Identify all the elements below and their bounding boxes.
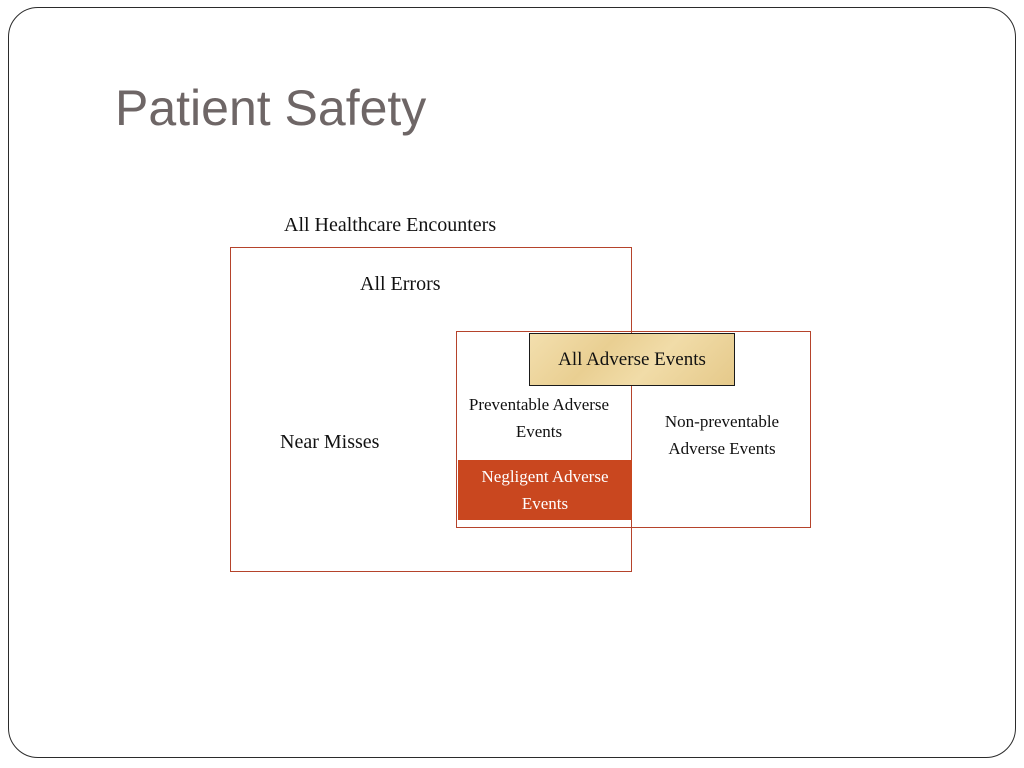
all-healthcare-encounters-label: All Healthcare Encounters (284, 214, 497, 236)
adverse-events-box (456, 331, 811, 528)
all-errors-label: All Errors (360, 273, 441, 295)
all-adverse-events-label: All Adverse Events (558, 348, 706, 370)
all-errors-box (230, 247, 632, 572)
slide-title: Patient Safety (115, 80, 427, 136)
near-misses-label: Near Misses (280, 431, 380, 453)
slide-frame (8, 7, 1016, 758)
all-adverse-events-box: All Adverse Events (529, 333, 735, 386)
preventable-adverse-events-label: Preventable Adverse Events (468, 395, 610, 442)
negligent-adverse-events-box: Negligent Adverse Events (458, 460, 632, 520)
non-preventable-adverse-events-label: Non-preventable Adverse Events (664, 412, 780, 459)
negligent-adverse-events-label: Negligent Adverse Events (481, 466, 609, 513)
